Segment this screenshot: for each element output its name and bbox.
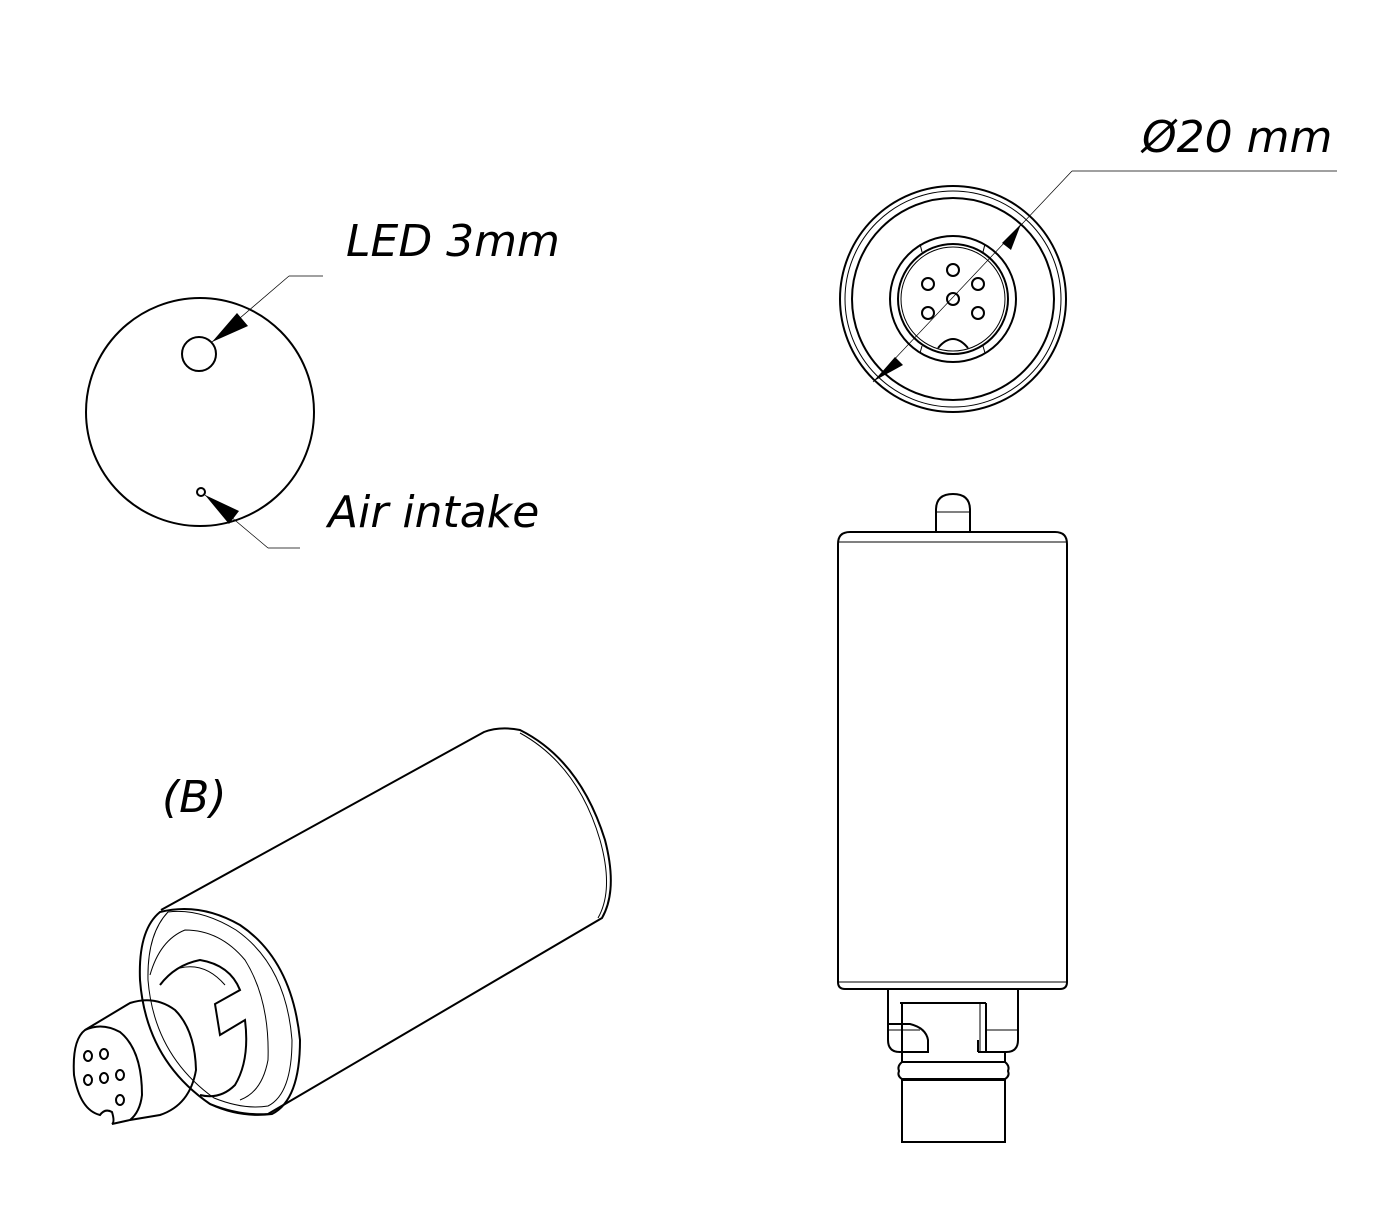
- isometric-view: (B): [72, 727, 612, 1125]
- connector-plug: [901, 1079, 1006, 1143]
- top-view: LED 3mm Air intake: [85, 216, 560, 549]
- cylinder-body: [160, 727, 612, 1116]
- main-body: [837, 531, 1068, 990]
- diameter-label: Ø20 mm: [1140, 112, 1332, 163]
- connector-collar: [887, 990, 1019, 1053]
- diameter-dimension: [872, 170, 1337, 383]
- side-view: [837, 492, 1068, 1143]
- front-rim: [138, 907, 302, 1116]
- iso-collar: [159, 958, 248, 1098]
- led-dome: [935, 492, 971, 532]
- top-face-outline: [85, 297, 315, 527]
- led-hole: [181, 336, 217, 372]
- iso-pins: [83, 1048, 125, 1106]
- iso-plug: [84, 999, 198, 1121]
- connector-end-view: Ø20 mm: [839, 112, 1337, 413]
- air-intake-label: Air intake: [325, 487, 539, 538]
- air-intake-leader: [204, 494, 300, 549]
- connector-pins: [921, 263, 985, 320]
- led-leader: [211, 275, 323, 343]
- outer-rim: [839, 185, 1067, 413]
- key-notch: [937, 338, 969, 349]
- isometric-label: (B): [162, 772, 227, 823]
- connector-housing: [889, 235, 1017, 363]
- o-ring: [897, 1061, 1010, 1080]
- air-intake-hole: [196, 487, 206, 497]
- led-label: LED 3mm: [346, 216, 560, 267]
